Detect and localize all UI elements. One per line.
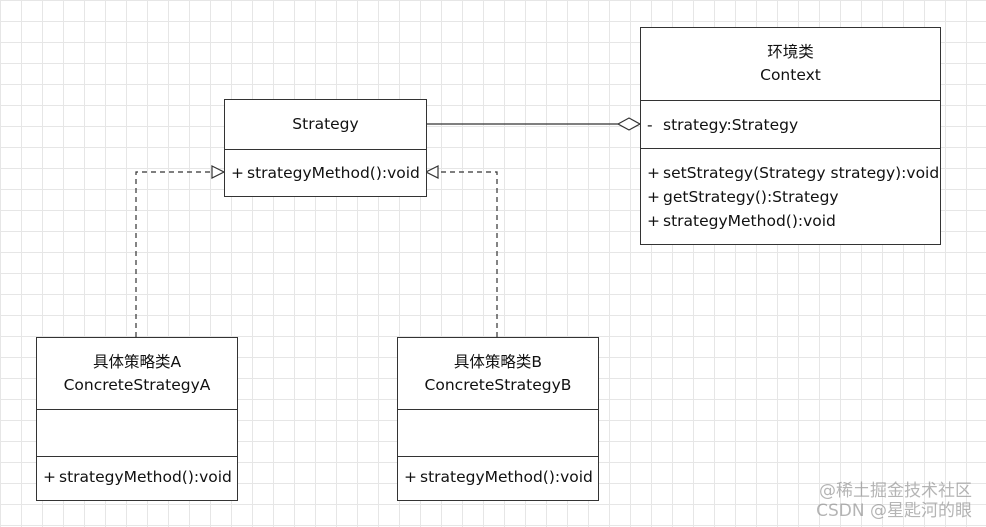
class-name: ConcreteStrategyA bbox=[63, 375, 211, 394]
class-label: 具体策略类A bbox=[92, 352, 182, 371]
watermark: @稀土掘金技术社区 CSDN @星匙河的眼 bbox=[816, 481, 972, 521]
operation-row: +strategyMethod():void bbox=[404, 468, 593, 486]
class-context[interactable]: 环境类 Context -strategy:Strategy +setStrat… bbox=[640, 27, 941, 245]
watermark-line-1: @稀土掘金技术社区 bbox=[819, 481, 972, 501]
class-strategy[interactable]: Strategy +strategyMethod():void bbox=[224, 99, 427, 197]
attributes-section: -strategy:Strategy bbox=[641, 101, 940, 149]
operations-section: +strategyMethod():void bbox=[37, 457, 237, 489]
class-header: 环境类 Context bbox=[641, 28, 940, 101]
watermark-line-2: CSDN @星匙河的眼 bbox=[816, 501, 972, 521]
operations-section: +strategyMethod():void bbox=[225, 150, 426, 185]
operations-section: +setStrategy(Strategy strategy):void +ge… bbox=[641, 149, 940, 233]
attributes-section bbox=[398, 410, 598, 457]
operation-row: +strategyMethod():void bbox=[43, 468, 232, 486]
aggregation-diamond bbox=[616, 117, 642, 131]
class-label: 具体策略类B bbox=[453, 352, 543, 371]
class-concrete-strategy-b[interactable]: 具体策略类B ConcreteStrategyB +strategyMethod… bbox=[397, 337, 599, 501]
operations-section: +strategyMethod():void bbox=[398, 457, 598, 489]
realization-line-a bbox=[135, 171, 212, 337]
realization-line-b bbox=[438, 171, 498, 337]
class-name: Context bbox=[760, 66, 821, 84]
class-stereotype: 环境类 bbox=[767, 43, 814, 61]
operation-row: +getStrategy():Strategy bbox=[647, 188, 839, 206]
class-header: 具体策略类B ConcreteStrategyB bbox=[398, 338, 598, 410]
class-header: 具体策略类A ConcreteStrategyA bbox=[37, 338, 237, 410]
operation-row: +setStrategy(Strategy strategy):void bbox=[647, 164, 940, 182]
class-concrete-strategy-a[interactable]: 具体策略类A ConcreteStrategyA +strategyMethod… bbox=[36, 337, 238, 501]
class-name: Strategy bbox=[292, 115, 359, 133]
attribute-row: -strategy:Strategy bbox=[647, 116, 799, 134]
class-name: ConcreteStrategyB bbox=[424, 375, 572, 394]
class-header: Strategy bbox=[225, 100, 426, 150]
operation-row: +strategyMethod():void bbox=[647, 212, 836, 230]
operation-row: +strategyMethod():void bbox=[231, 164, 420, 182]
attributes-section bbox=[37, 410, 237, 457]
realization-arrow-a bbox=[211, 165, 226, 179]
realization-arrow-b bbox=[424, 165, 439, 179]
